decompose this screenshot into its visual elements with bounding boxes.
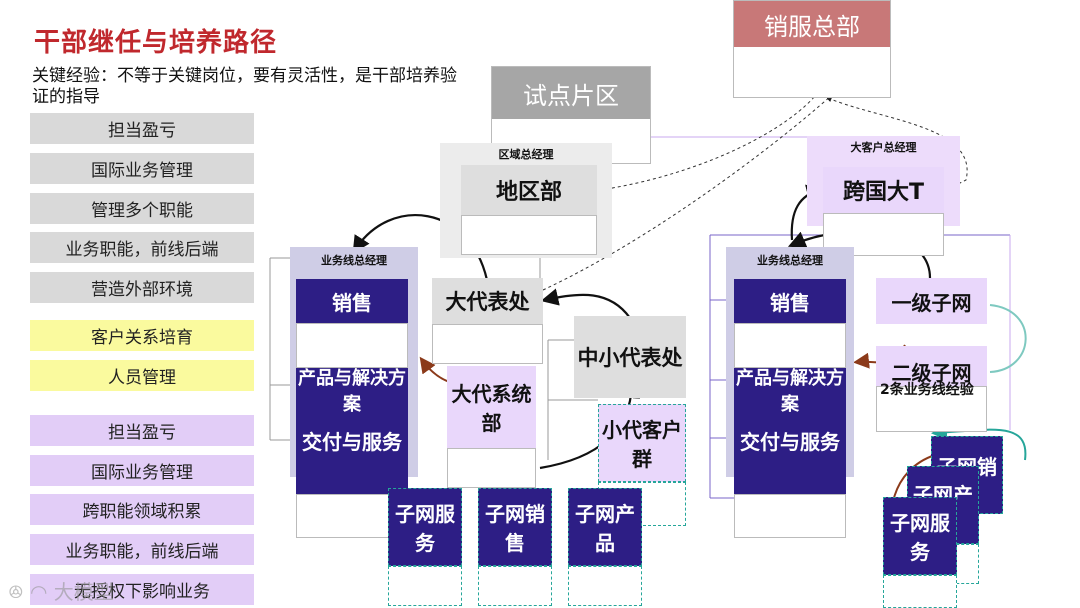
- left-sub-sales-body: [478, 566, 552, 606]
- exp-item-yellow-2: 人员管理: [30, 360, 254, 391]
- right-sales-node: 销售: [734, 279, 846, 323]
- right-product-node: 产品与解决方案: [734, 368, 846, 412]
- exp-item-gray-3: 管理多个职能: [30, 193, 254, 224]
- big-system-body: [447, 448, 536, 488]
- hq-box: 销服总部: [733, 0, 891, 98]
- small-office-node: 中小代表处: [574, 316, 686, 398]
- watermark-logo: ꔮ ◠ 大模型: [8, 580, 114, 604]
- experience-note: 2条业务线经验: [880, 382, 974, 398]
- region-manager-header: 区域总经理: [498, 148, 554, 161]
- left-sub-product-body: [568, 566, 642, 606]
- big-system-node: 大代系统部: [447, 366, 536, 448]
- right-sales-body: [734, 323, 846, 368]
- pilot-label: 试点片区: [492, 67, 650, 119]
- right-line-manager-header: 业务线总经理: [757, 254, 823, 267]
- exp-item-gray-2: 国际业务管理: [30, 153, 254, 184]
- exp-item-yellow-1: 客户关系培育: [30, 320, 254, 351]
- left-sales-node: 销售: [296, 279, 408, 323]
- exp-item-purple-3: 跨职能领域积累: [30, 494, 254, 525]
- net-level1-node: 一级子网: [876, 278, 987, 324]
- hq-label: 销服总部: [734, 1, 890, 47]
- exp-item-purple-5: 无授权下影响业务: [30, 574, 254, 605]
- region-node-body: [461, 215, 597, 255]
- exp-item-purple-2: 国际业务管理: [30, 455, 254, 486]
- left-line-manager-header: 业务线总经理: [321, 254, 387, 267]
- region-node: 地区部: [461, 165, 597, 215]
- net-level2-node: 二级子网: [876, 346, 987, 386]
- watermark-text: 大模型: [53, 580, 114, 604]
- left-delivery-node: 交付与服务: [296, 412, 408, 494]
- key-account-manager-header: 大客户总经理: [850, 141, 917, 154]
- left-sub-sales-node: 子网销售: [478, 488, 552, 566]
- big-office-node: 大代表处: [432, 278, 543, 324]
- exp-item-gray-4: 业务职能，前线后端: [30, 232, 254, 263]
- net-level2-body: [876, 386, 987, 432]
- exp-item-purple-1: 担当盈亏: [30, 415, 254, 446]
- big-office-body: [432, 324, 543, 364]
- right-delivery-node: 交付与服务: [734, 412, 846, 494]
- right-sub-service-body: [883, 575, 957, 608]
- left-sub-service-node: 子网服务: [388, 488, 462, 566]
- page-title: 干部继任与培养路径: [34, 28, 278, 58]
- exp-item-gray-5: 营造外部环境: [30, 272, 254, 303]
- left-product-node: 产品与解决方案: [296, 368, 408, 412]
- right-sub-service-node: 子网服务: [883, 497, 957, 575]
- page-subtitle: 关键经验：不等于关键岗位，要有灵活性，是干部培养验证的指导: [32, 66, 457, 107]
- multinational-node: 跨国大T: [823, 167, 944, 213]
- exp-item-gray-1: 担当盈亏: [30, 113, 254, 144]
- left-sales-body: [296, 323, 408, 368]
- left-sub-product-node: 子网产品: [568, 488, 642, 566]
- right-delivery-body: [734, 494, 846, 538]
- left-sub-service-body: [388, 566, 462, 606]
- small-customer-node: 小代客户群: [598, 404, 686, 482]
- exp-item-purple-4: 业务职能，前线后端: [30, 534, 254, 565]
